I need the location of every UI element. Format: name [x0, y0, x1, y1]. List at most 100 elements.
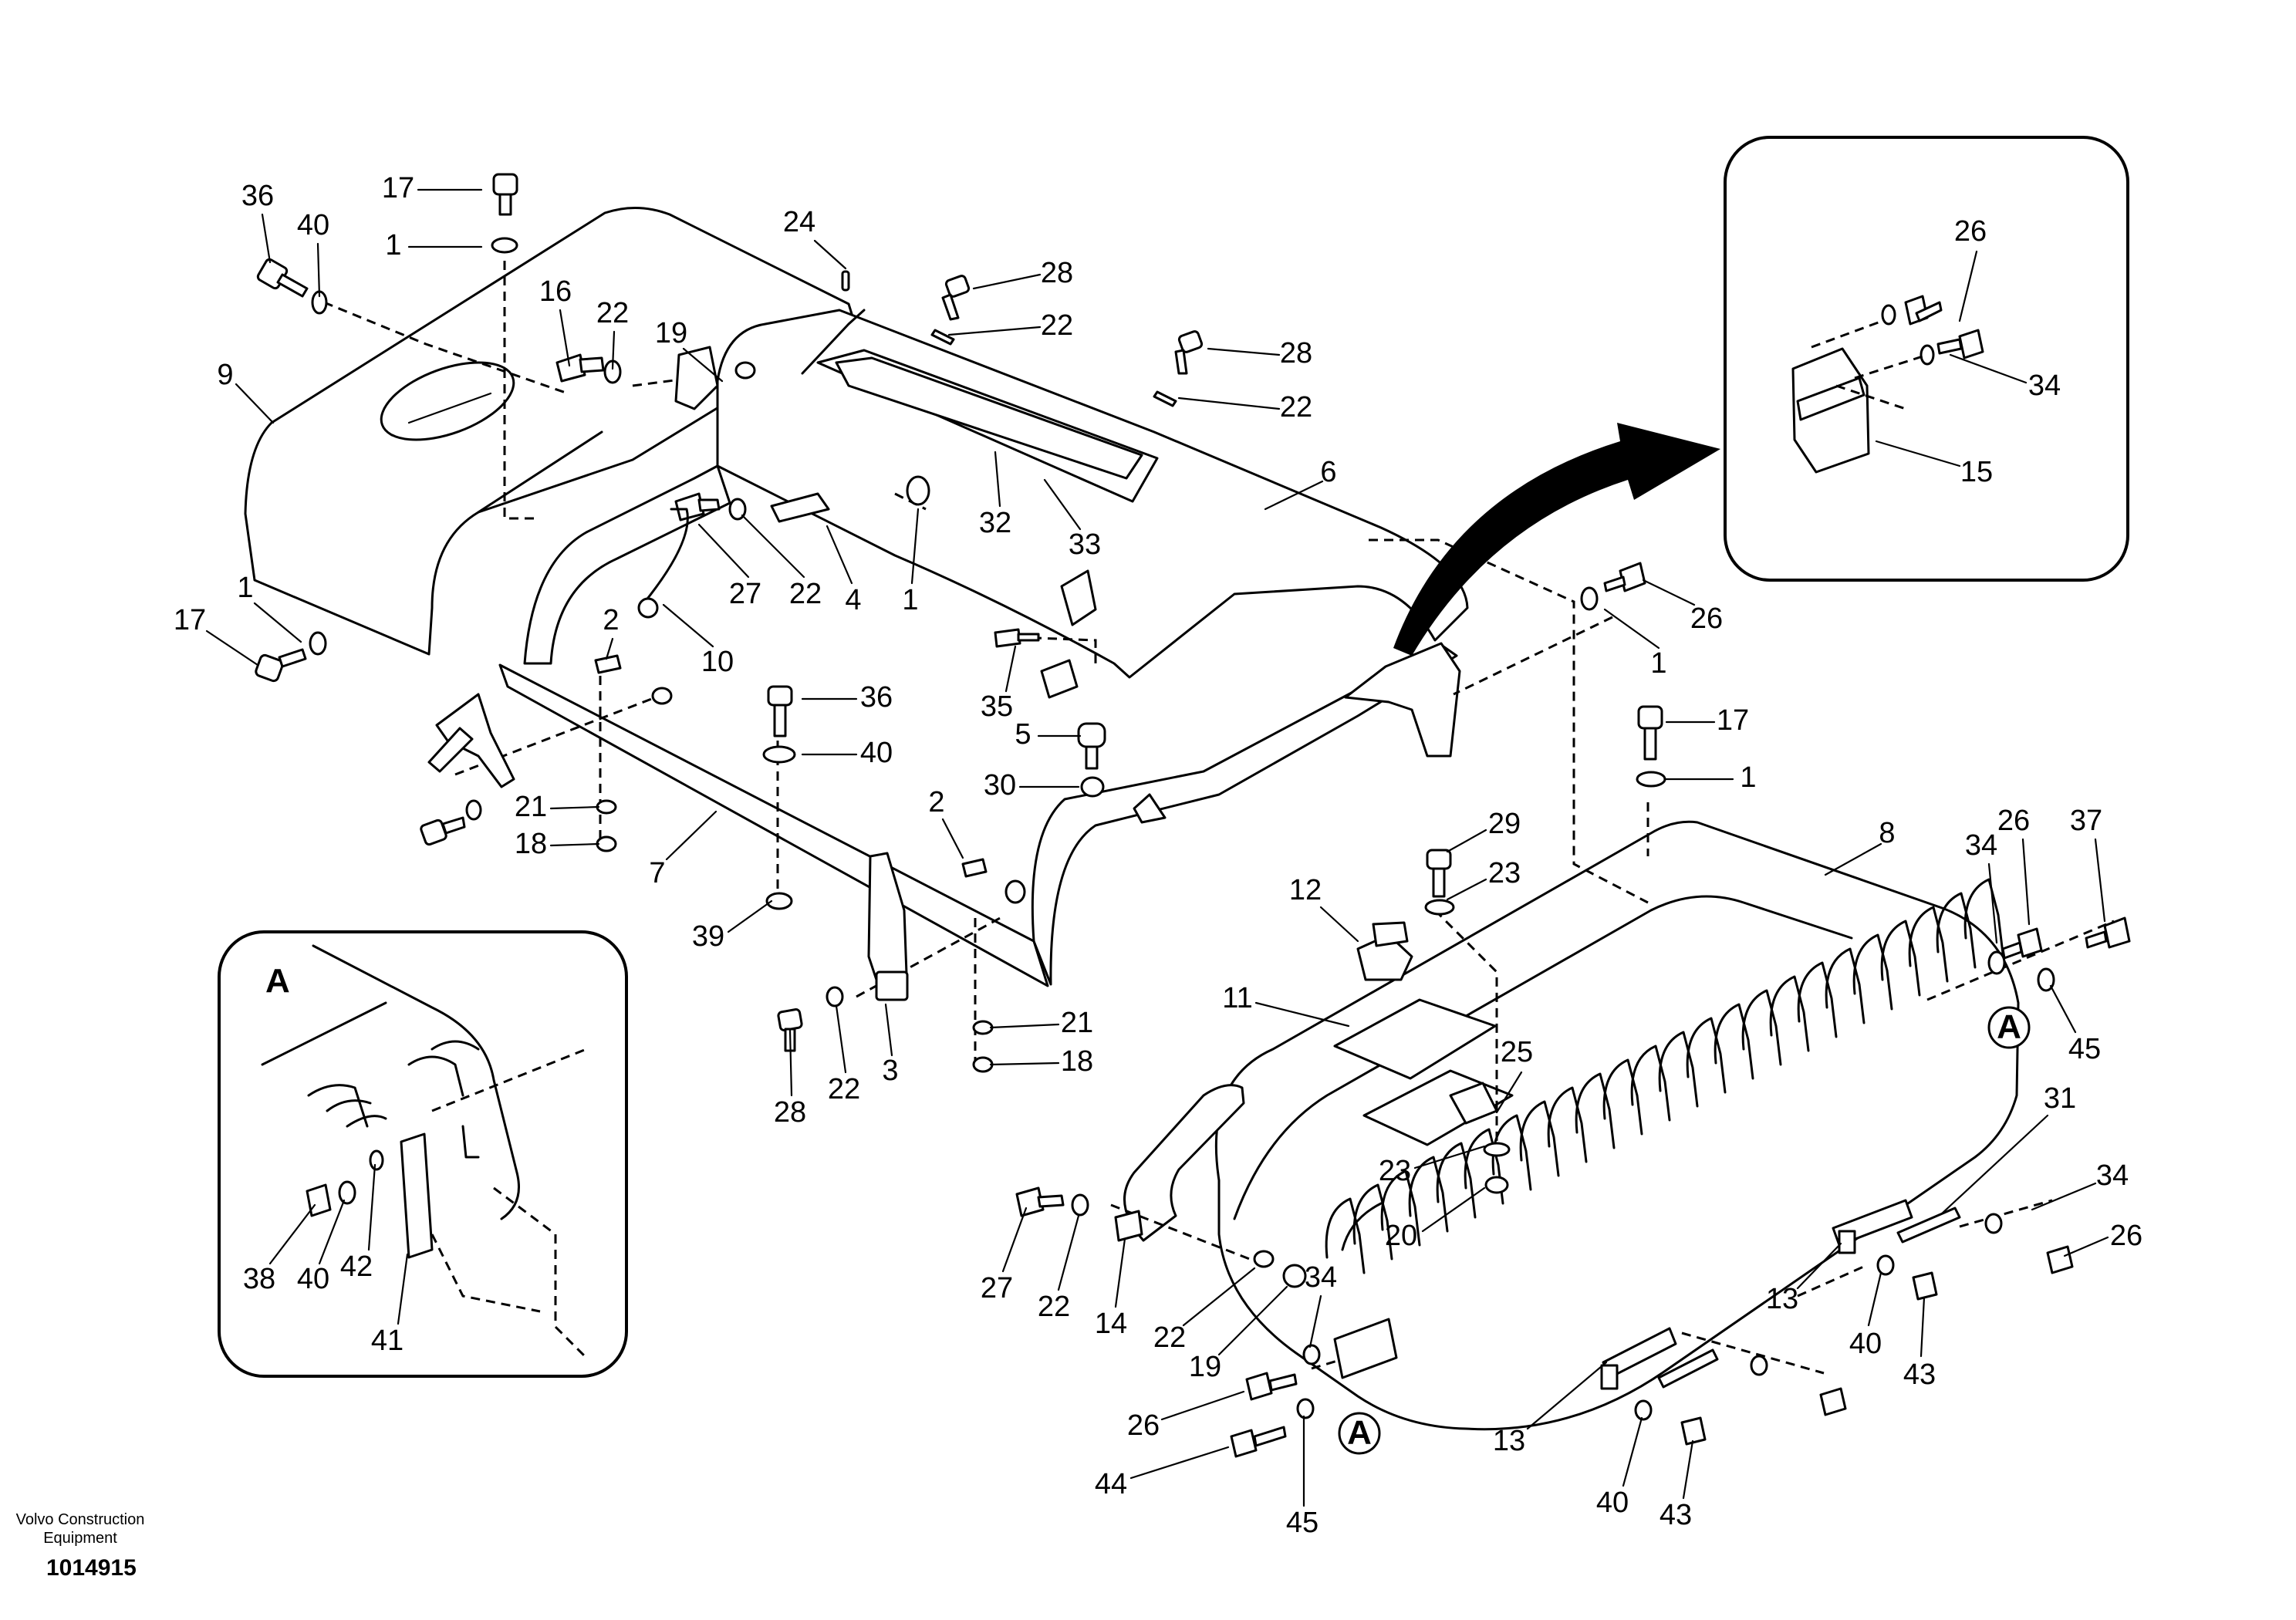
part-number-label: 42	[340, 1250, 373, 1283]
cover-left-part-9	[244, 207, 856, 656]
callout-c7: 7	[649, 810, 718, 889]
callout-c22f: 22	[1038, 1214, 1080, 1323]
callout-c26a: 26	[1642, 579, 1723, 635]
leader-line	[1875, 440, 1961, 467]
part-number-label: 13	[1493, 1425, 1525, 1457]
callout-c41: 41	[371, 1253, 409, 1357]
part-number-label: 34	[2028, 370, 2061, 402]
leader-line	[1824, 842, 1882, 876]
callout-c1d: 1	[1603, 608, 1667, 680]
callout-c19b: 19	[1189, 1285, 1288, 1383]
leader-line	[605, 637, 614, 660]
part-number-label: 26	[1690, 602, 1723, 635]
leader-line	[253, 602, 302, 643]
leader-line	[1958, 250, 1978, 322]
part-number-label: 1	[385, 229, 401, 262]
callout-c30: 30	[984, 769, 1080, 802]
leader-line	[549, 805, 600, 810]
callout-c26d: 26	[1127, 1390, 1245, 1442]
leader-line	[367, 1163, 376, 1251]
part-number-label: 22	[828, 1073, 860, 1105]
vent-slot	[1352, 1183, 1393, 1261]
part-number-label: 9	[217, 359, 233, 391]
part-number-label: 25	[1501, 1036, 1533, 1068]
part-number-label: 34	[2096, 1159, 2129, 1192]
leader-line	[910, 508, 920, 585]
callout-c34d: 34	[1949, 353, 2061, 402]
callout-c34a: 34	[1965, 829, 1998, 944]
callout-c17a: 17	[382, 172, 483, 204]
part-number-label: 28	[1041, 257, 1073, 289]
callout-c22d: 22	[741, 514, 822, 610]
callout-c4: 4	[826, 525, 862, 616]
leader-line	[682, 347, 724, 383]
leader-line	[835, 1004, 847, 1074]
callout-c45b: 45	[1286, 1415, 1319, 1539]
leader-line	[1796, 1242, 1842, 1290]
vent-slot	[1408, 1156, 1449, 1233]
inset-a-title: A	[265, 962, 290, 1000]
part-number-label: 1	[1650, 647, 1666, 680]
vent-slot	[1908, 906, 1949, 983]
part-number-label: 40	[860, 737, 893, 769]
callout-c9: 9	[217, 359, 275, 424]
leader-line	[1001, 1207, 1028, 1273]
cover-center-part-6	[716, 309, 1469, 679]
callout-c14: 14	[1095, 1237, 1127, 1340]
vent-slot	[1575, 1072, 1616, 1149]
leader-line	[1987, 862, 1998, 944]
part-number-label: 38	[243, 1263, 275, 1295]
leader-line	[1160, 1390, 1245, 1421]
part-number-label: 18	[515, 828, 547, 860]
leader-line	[1177, 397, 1281, 410]
leader-line	[662, 603, 714, 648]
callout-c31: 31	[1940, 1082, 2076, 1216]
callout-c40c: 40	[1849, 1271, 1882, 1360]
part-number-label: 19	[1189, 1351, 1221, 1383]
leader-line	[205, 629, 259, 667]
callout-c1e: 1	[1663, 761, 1757, 794]
part-number-label: 34	[1965, 829, 1997, 862]
part-number-label: 24	[783, 206, 815, 238]
part-number-label: 18	[1061, 1045, 1093, 1078]
leader-line	[2021, 838, 2031, 926]
part-number-label: 22	[1038, 1291, 1070, 1323]
part-number-label: 15	[1960, 456, 1993, 488]
vent-slot	[1963, 878, 2004, 955]
part-number-label: 30	[984, 769, 1016, 802]
callout-c16: 16	[539, 275, 572, 367]
detail-box-top-right	[1724, 136, 2129, 582]
callout-c23b: 23	[1379, 1145, 1486, 1187]
part-number-label: 11	[1222, 982, 1252, 1014]
callout-c26e: 26	[1954, 215, 1987, 322]
vent-slot	[1602, 1058, 1643, 1136]
leader-line	[2094, 838, 2106, 923]
callout-c28c: 28	[774, 1029, 806, 1129]
part-number-label: 45	[1286, 1507, 1319, 1539]
detail-arrow	[1393, 423, 1720, 656]
part-number-label: 6	[1320, 456, 1336, 488]
callout-c34b: 34	[2031, 1159, 2129, 1211]
callout-c19a: 19	[655, 317, 724, 383]
vent-slot	[1797, 961, 1838, 1038]
callout-c33: 33	[1043, 478, 1101, 561]
leader-line	[826, 525, 853, 585]
callout-c24: 24	[783, 206, 847, 270]
leader-line	[2049, 984, 2077, 1034]
part-number-label: 26	[1127, 1409, 1160, 1442]
part-number-label: 22	[1153, 1321, 1186, 1354]
callout-c23a: 23	[1446, 857, 1521, 901]
part-number-label: 36	[241, 180, 274, 212]
callout-c36b: 36	[801, 681, 893, 714]
callout-c22b: 22	[947, 309, 1073, 342]
vent-slot	[1880, 920, 1921, 997]
leader-line	[261, 213, 272, 264]
part-number-label: 3	[882, 1055, 898, 1087]
callout-c32: 32	[979, 451, 1011, 539]
part-number-label: 43	[1903, 1358, 1936, 1391]
brand-line-1: Volvo Construction	[16, 1511, 145, 1528]
part-number-label: 1	[237, 572, 253, 604]
footer-block: Volvo Construction Equipment 1014915	[16, 1511, 145, 1581]
leader-line	[727, 899, 773, 933]
callout-c26c: 26	[2063, 1220, 2142, 1257]
